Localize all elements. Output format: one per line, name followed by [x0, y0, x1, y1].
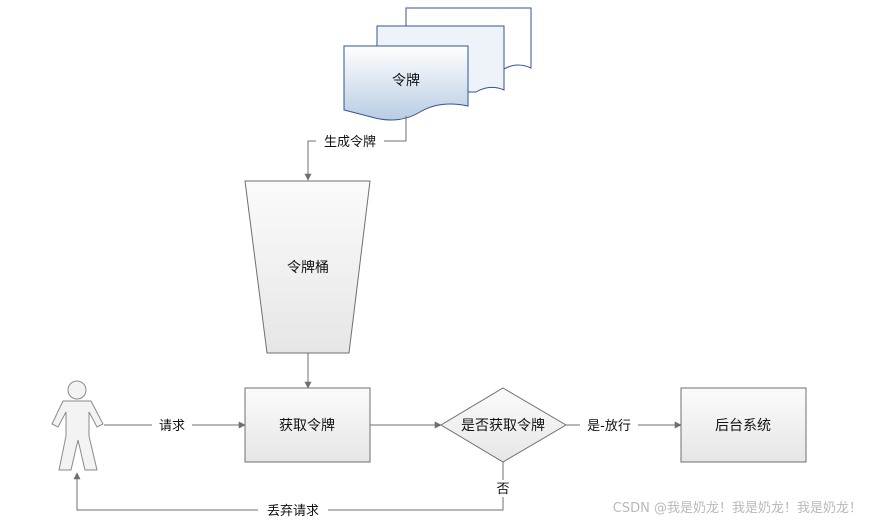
- edge-request: 请求: [104, 417, 246, 434]
- decision-diamond: 是否获取令牌: [440, 387, 567, 463]
- edge-label-request: 请求: [159, 419, 185, 434]
- edge-no-discard: 否 丢弃请求: [73, 462, 512, 519]
- token-doc-front: [343, 45, 469, 121]
- get-token-label: 获取令牌: [279, 417, 335, 434]
- backend-system-label: 后台系统: [715, 418, 771, 434]
- edge-label-no: 否: [496, 482, 509, 497]
- edge-label-discard: 丢弃请求: [267, 504, 319, 519]
- edge-label-generate: 生成令牌: [324, 134, 376, 150]
- edge-generate-token: 生成令牌: [304, 116, 407, 181]
- token-document-stack: 令牌: [343, 7, 532, 121]
- token-bucket-label: 令牌桶: [287, 259, 329, 276]
- edge-label-yes: 是-放行: [587, 419, 631, 434]
- token-doc-label: 令牌: [392, 72, 420, 89]
- csdn-watermark: CSDN @我是奶龙！我是奶龙！我是奶龙！: [612, 501, 862, 516]
- get-token-box: 获取令牌: [244, 387, 371, 463]
- edge-yes-pass: 是-放行: [566, 417, 682, 434]
- token-bucket: 令牌桶: [244, 180, 371, 354]
- decision-label: 是否获取令牌: [461, 417, 545, 434]
- user-actor-icon: [51, 380, 104, 471]
- backend-system-box: 后台系统: [680, 387, 807, 463]
